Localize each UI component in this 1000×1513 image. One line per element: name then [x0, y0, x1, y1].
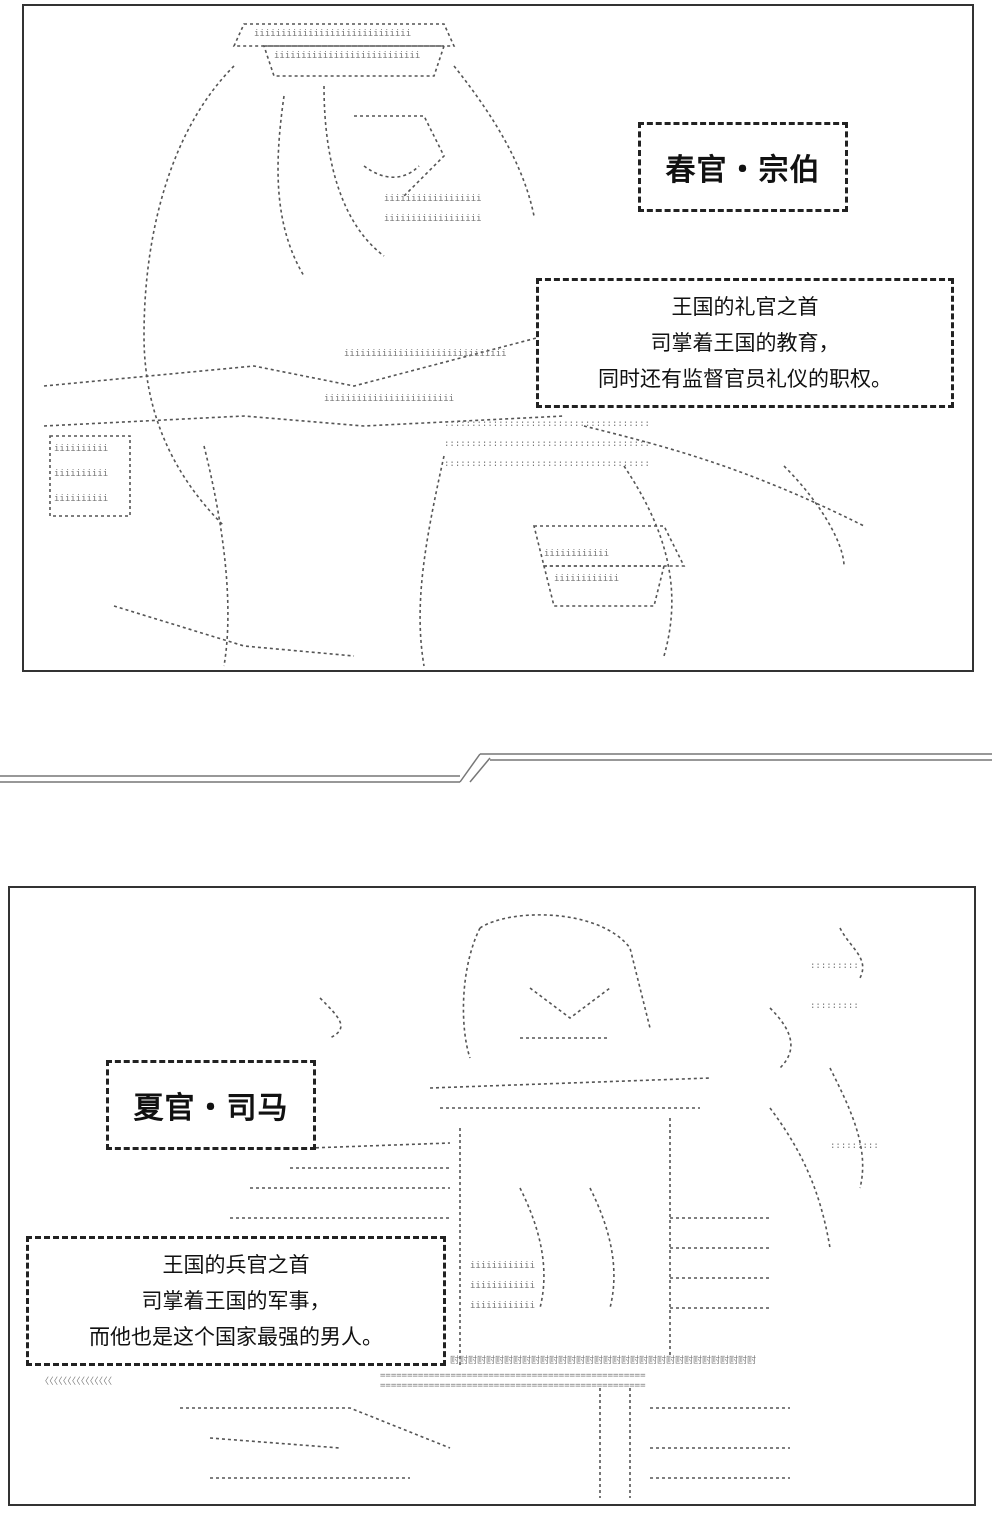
svg-text:::::::::::::::::::::::::::::::: :::::::::::::::::::::::::::::::::::::: — [444, 439, 650, 449]
svg-text:iiiiiiiiiiiiiiiiiiiiiiiiiii: iiiiiiiiiiiiiiiiiiiiiiiiiii — [274, 51, 420, 61]
svg-text:iiiiiiiiiiiiiiiiii: iiiiiiiiiiiiiiiiii — [384, 214, 482, 224]
svg-text:::::::::::::::::::::::::::::::: :::::::::::::::::::::::::::::::::::::: — [444, 419, 650, 429]
svg-text:iiiiiiiiiiiiiiiiii: iiiiiiiiiiiiiiiiii — [384, 194, 482, 204]
description-line: 王国的礼官之首 — [671, 295, 819, 319]
ascii-art-summer-minister: 尀尀尀尀尀尀尀尀尀尀尀尀尀尀尀尀尀尀尀尀尀尀尀尀尀尀尀尀尀尀尀尀尀尀 =====… — [40, 914, 879, 1498]
svg-text:尀尀尀尀尀尀尀尀尀尀尀尀尀尀尀尀尀尀尀尀尀尀尀尀尀尀尀尀尀尀: 尀尀尀尀尀尀尀尀尀尀尀尀尀尀尀尀尀尀尀尀尀尀尀尀尀尀尀尀尀尀尀尀尀尀 — [450, 1354, 756, 1366]
description-spring-minister: 王国的礼官之首 司掌着王国的教育， 同时还有监督官员礼仪的职权。 — [536, 278, 954, 408]
svg-text:iiiiiiiiiiii: iiiiiiiiiiii — [554, 574, 619, 584]
title-text: 春官・宗伯 — [665, 153, 821, 188]
title-spring-minister: 春官・宗伯 — [638, 122, 848, 212]
svg-text:iiiiiiiiii: iiiiiiiiii — [54, 469, 108, 479]
svg-text:iiiiiiiiiiii: iiiiiiiiiiii — [544, 549, 609, 559]
description-line: 同时还有监督官员礼仪的职权。 — [598, 367, 892, 391]
svg-text:iiiiiiiiiiiiiiiiiiiiiiii: iiiiiiiiiiiiiiiiiiiiiiii — [324, 394, 454, 404]
panel-divider — [0, 753, 992, 783]
svg-text:iiiiiiiiii: iiiiiiiiii — [54, 494, 108, 504]
description-line: 司掌着王国的教育， — [650, 331, 840, 355]
svg-text:〈〈〈〈〈〈〈〈〈〈〈〈〈〈〈: 〈〈〈〈〈〈〈〈〈〈〈〈〈〈〈 — [40, 1376, 112, 1387]
svg-text:==============================: ========================================… — [380, 1371, 646, 1381]
title-summer-minister: 夏官・司马 — [106, 1060, 316, 1150]
panel-spring-minister: iiiiiiiiiiiiiiiiiiiiiiiiiiiii iiiiiiiiii… — [22, 4, 974, 672]
panel-summer-minister: 尀尀尀尀尀尀尀尀尀尀尀尀尀尀尀尀尀尀尀尀尀尀尀尀尀尀尀尀尀尀尀尀尀尀 =====… — [8, 886, 976, 1506]
svg-text:iiiiiiiiiiii: iiiiiiiiiiii — [470, 1281, 535, 1291]
svg-text:iiiiiiiiiiii: iiiiiiiiiiii — [470, 1301, 535, 1311]
svg-text::::::::::: ::::::::: — [810, 1001, 859, 1011]
svg-text::::::::::: ::::::::: — [830, 1141, 879, 1151]
svg-text:iiiiiiiiiiii: iiiiiiiiiiii — [470, 1261, 535, 1271]
svg-text:==============================: ========================================… — [380, 1381, 646, 1391]
description-line: 司掌着王国的军事， — [141, 1289, 331, 1313]
ascii-art-spring-minister: iiiiiiiiiiiiiiiiiiiiiiiiiiiii iiiiiiiiii… — [43, 23, 865, 667]
svg-text::::::::::: ::::::::: — [810, 961, 859, 971]
description-line: 而他也是这个国家最强的男人。 — [89, 1325, 383, 1349]
description-line: 王国的兵官之首 — [162, 1253, 310, 1277]
svg-text:::::::::::::::::::::::::::::::: :::::::::::::::::::::::::::::::::::::: — [444, 459, 650, 469]
title-text: 夏官・司马 — [133, 1091, 289, 1126]
svg-text:iiiiiiiiiiiiiiiiiiiiiiiiiiiiii: iiiiiiiiiiiiiiiiiiiiiiiiiiiiii — [344, 349, 507, 359]
svg-text:iiiiiiiiii: iiiiiiiiii — [54, 444, 108, 454]
description-summer-minister: 王国的兵官之首 司掌着王国的军事， 而他也是这个国家最强的男人。 — [26, 1236, 446, 1366]
svg-text:iiiiiiiiiiiiiiiiiiiiiiiiiiiii: iiiiiiiiiiiiiiiiiiiiiiiiiiiii — [254, 29, 411, 39]
